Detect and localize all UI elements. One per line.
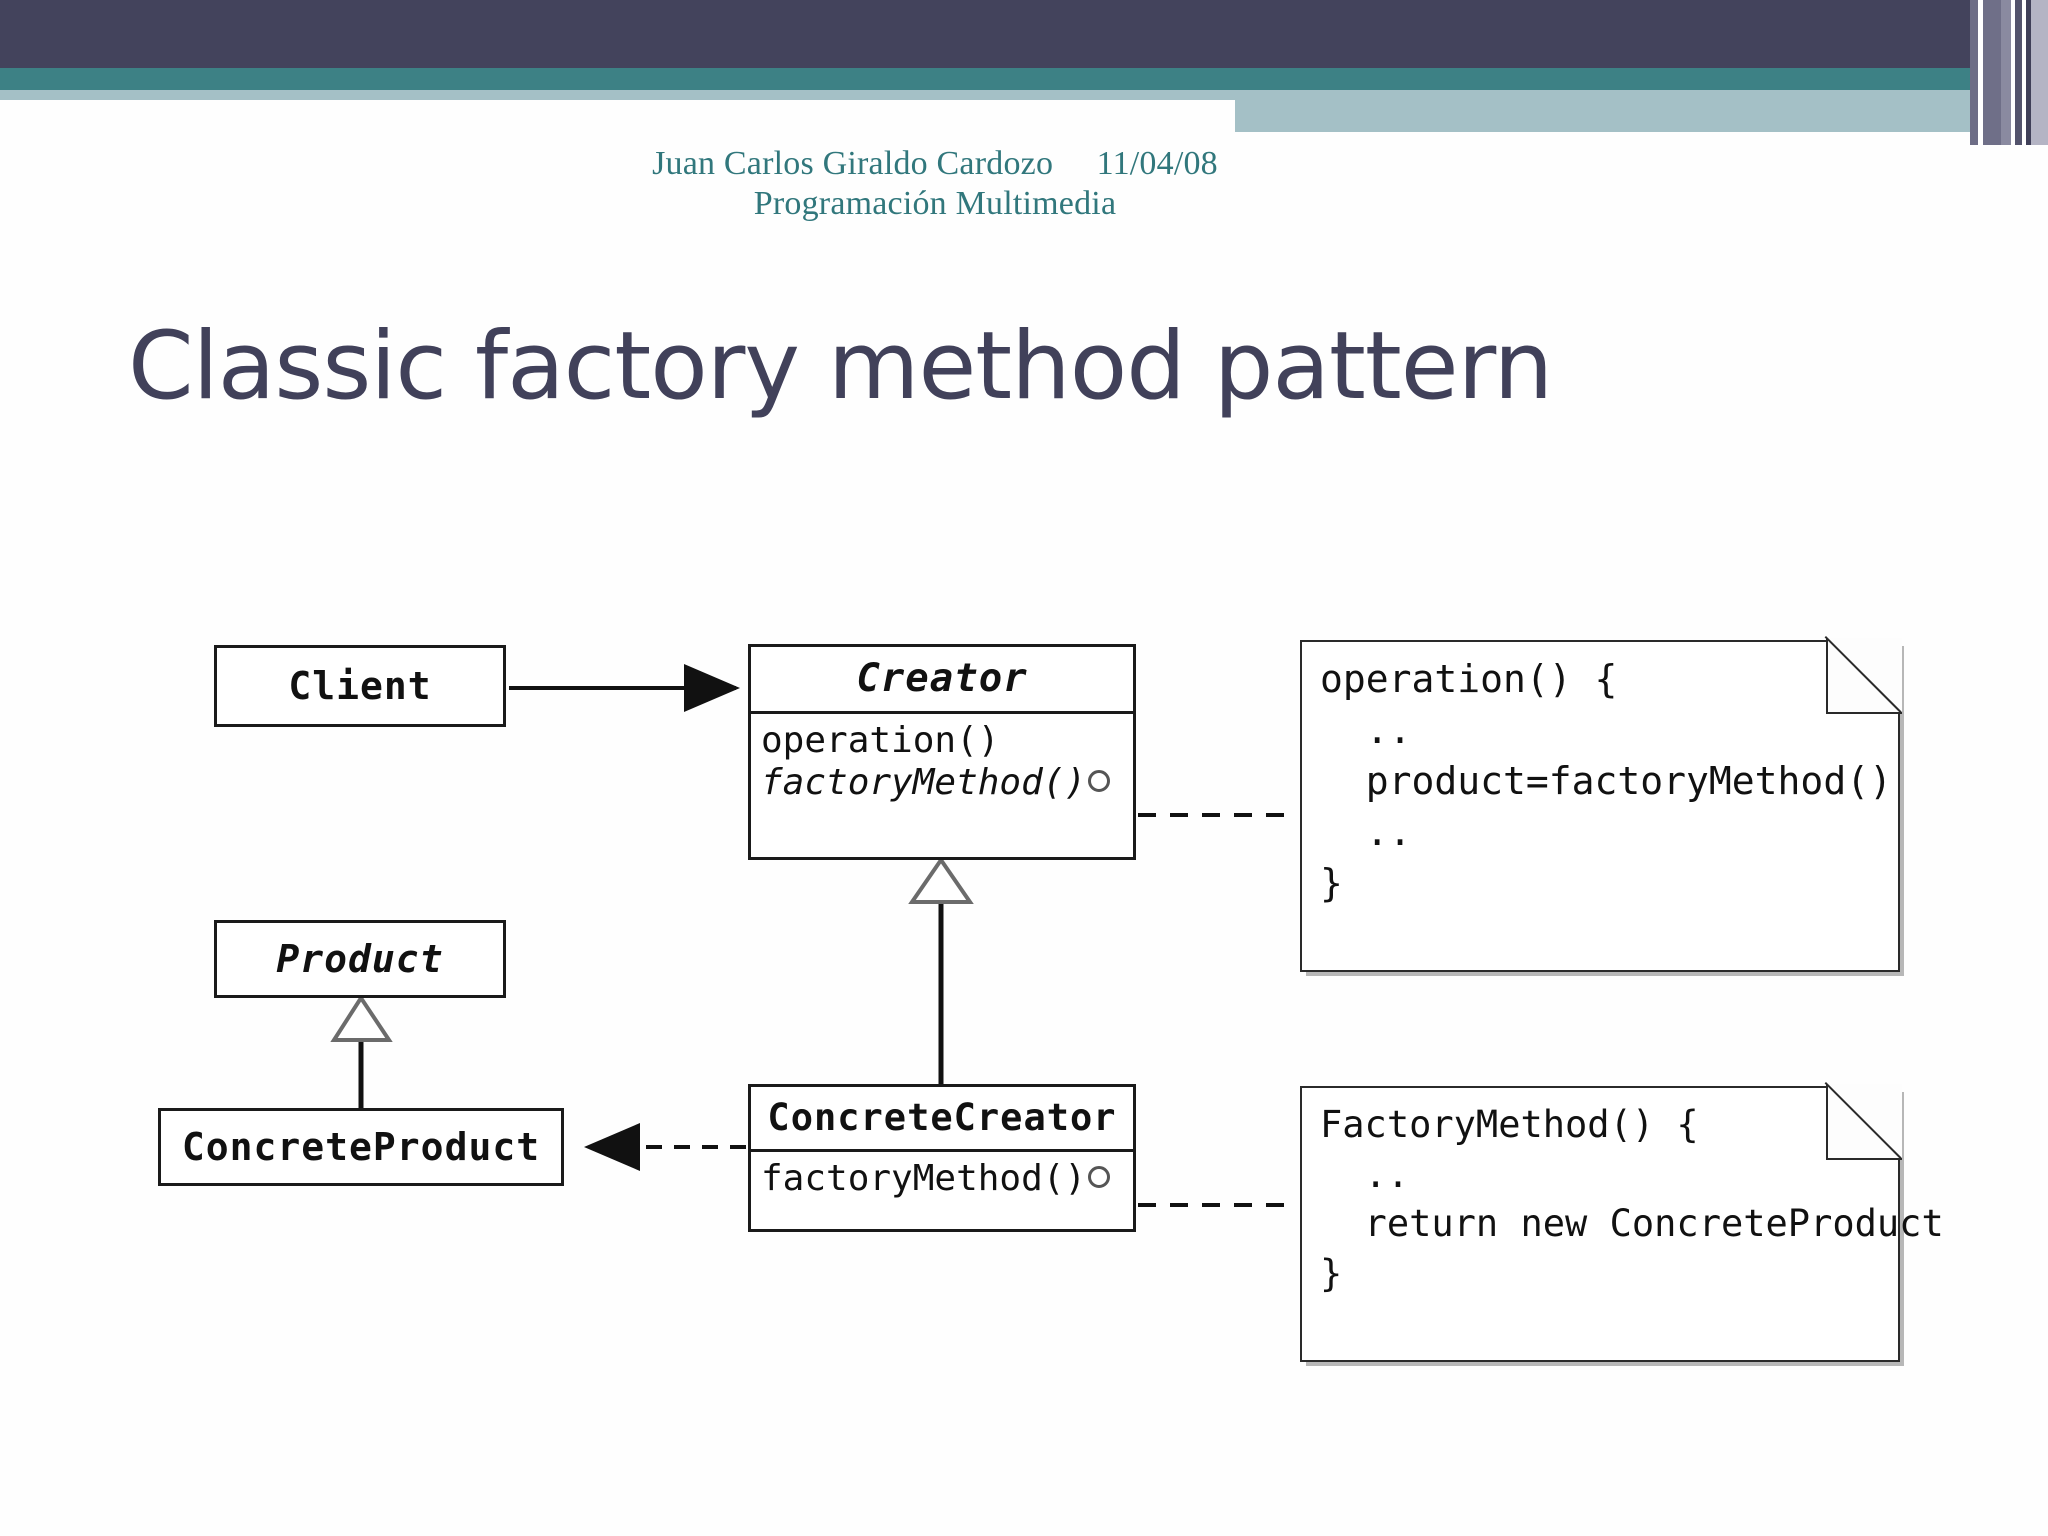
uml-note-operation-body bbox=[1300, 640, 1900, 972]
header-stripe-8 bbox=[2031, 0, 2048, 145]
uml-note-factorymethod-text: FactoryMethod() { .. return new Concrete… bbox=[1320, 1103, 1944, 1295]
uml-member-factorymethod: factoryMethod() bbox=[761, 762, 1087, 804]
header-stripe-5 bbox=[2015, 0, 2022, 145]
uml-member-factorymethod-row-2: factoryMethod() bbox=[761, 1158, 1133, 1200]
header-meta: Juan Carlos Giraldo Cardozo 11/04/08 Pro… bbox=[0, 144, 1870, 224]
link-concretecreator-creator-triangle bbox=[908, 856, 974, 904]
uml-note-operation-text: operation() { .. product=factoryMethod()… bbox=[1320, 657, 1892, 905]
note-fold-corner-icon bbox=[1826, 638, 1902, 714]
uml-note-factorymethod-body bbox=[1300, 1086, 1900, 1362]
note-fold-corner-icon-2 bbox=[1826, 1084, 1902, 1160]
uml-class-creator-name: Creator bbox=[856, 656, 1028, 701]
uml-class-creator-members: operation() factoryMethod() bbox=[751, 714, 1133, 811]
header-stripe-0 bbox=[1970, 0, 1978, 145]
uml-class-concretecreator-divider bbox=[751, 1149, 1133, 1152]
header-band-light-right bbox=[1235, 90, 2048, 132]
uml-class-creator-divider bbox=[751, 711, 1133, 714]
header-stripe-2 bbox=[1983, 0, 2001, 145]
header-band-dark bbox=[0, 0, 2048, 68]
uml-note-operation: operation() { .. product=factoryMethod()… bbox=[1300, 638, 1902, 972]
lollipop-connector-icon bbox=[1088, 770, 1111, 793]
uml-class-concretecreator-name: ConcreteCreator bbox=[767, 1096, 1117, 1139]
header-stripe-6 bbox=[2022, 0, 2026, 145]
uml-class-client-name: Client bbox=[288, 664, 432, 708]
lollipop-connector-icon-2 bbox=[1088, 1166, 1111, 1188]
uml-member-factorymethod-2: factoryMethod() bbox=[761, 1158, 1087, 1199]
header-stripe-7 bbox=[2026, 0, 2031, 145]
uml-class-creator[interactable]: Creator operation() factoryMethod() bbox=[748, 644, 1136, 860]
uml-member-factorymethod-row: factoryMethod() bbox=[761, 762, 1133, 804]
uml-class-product-name: Product bbox=[276, 937, 444, 981]
header-stripe-4 bbox=[2011, 0, 2015, 145]
header-band-light-left bbox=[0, 90, 1235, 100]
uml-class-concretecreator-members: factoryMethod() bbox=[751, 1152, 1133, 1206]
header-stripe-3 bbox=[2001, 0, 2011, 145]
uml-class-product[interactable]: Product bbox=[214, 920, 506, 998]
header-stripe-decoration bbox=[1970, 0, 2048, 145]
header-course: Programación Multimedia bbox=[753, 185, 1117, 223]
link-concreteproduct-product-triangle bbox=[330, 994, 393, 1042]
header-author-date: Juan Carlos Giraldo Cardozo 11/04/08 bbox=[652, 145, 1218, 182]
header-stripe-1 bbox=[1978, 0, 1983, 145]
uml-member-operation: operation() bbox=[761, 720, 1000, 761]
header-band-teal bbox=[0, 68, 2048, 90]
uml-class-concreteproduct[interactable]: ConcreteProduct bbox=[158, 1108, 564, 1186]
uml-class-client[interactable]: Client bbox=[214, 645, 506, 727]
uml-class-concretecreator[interactable]: ConcreteCreator factoryMethod() bbox=[748, 1084, 1136, 1232]
uml-class-concreteproduct-name: ConcreteProduct bbox=[181, 1125, 541, 1169]
page-title: Classic factory method pattern bbox=[128, 312, 1553, 421]
uml-note-factorymethod: FactoryMethod() { .. return new Concrete… bbox=[1300, 1084, 1944, 1362]
